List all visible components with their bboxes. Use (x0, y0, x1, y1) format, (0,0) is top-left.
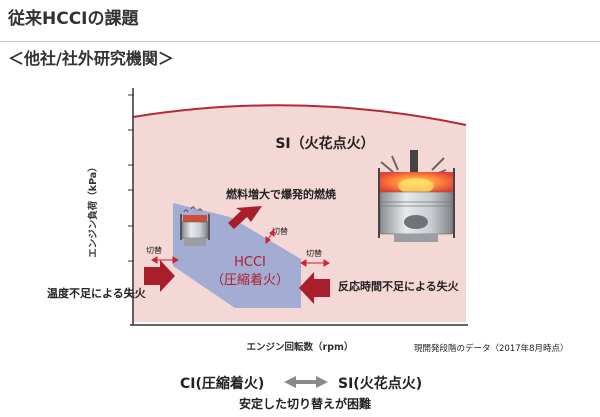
footer-ci-label: CI(圧縮着火) (180, 375, 264, 392)
switch-arrow-right (300, 259, 330, 267)
page-title: 従来HCCIの課題 (8, 9, 139, 29)
hcci-label-line1: HCCI (234, 255, 266, 270)
annotation-fuel: 燃料増大で爆発的燃焼 (225, 187, 336, 201)
annotation-temp: 温度不足による失火 (47, 286, 147, 300)
footer-si-label: SI(火花点火) (338, 375, 422, 392)
fuel-arrow (228, 206, 262, 229)
y-axis-ticks (128, 94, 134, 297)
switch-arrow-top (265, 229, 275, 244)
load-limit-curve (132, 104, 467, 126)
footer-caption: 安定した切り替えが困難 (239, 396, 371, 411)
temp-arrow (144, 260, 175, 292)
data-note: 現開発段階のデータ（2017年8月時点） (414, 343, 569, 354)
switch-arrow-left (151, 256, 179, 264)
hcci-piston-illustration (180, 206, 210, 246)
x-axis-label: エンジン回転数（rpm） (247, 341, 354, 353)
switch-label-top: 切替 (272, 226, 288, 236)
time-arrow (299, 272, 330, 304)
annotation-time: 反応時間不足による失火 (338, 279, 460, 293)
title-divider (0, 41, 600, 42)
si-region-label: SI（火花点火） (275, 135, 374, 152)
y-axis-label: エンジン負荷（kPa） (87, 162, 99, 257)
bidirectional-arrow-icon (284, 376, 328, 388)
hcci-label-line2: （圧縮着火） (211, 272, 289, 288)
switch-label-right: 切替 (306, 248, 322, 258)
page-subtitle: ＜他社/社外研究機関＞ (8, 49, 174, 68)
switch-label-left: 切替 (146, 245, 162, 255)
si-piston-illustration (378, 150, 455, 242)
